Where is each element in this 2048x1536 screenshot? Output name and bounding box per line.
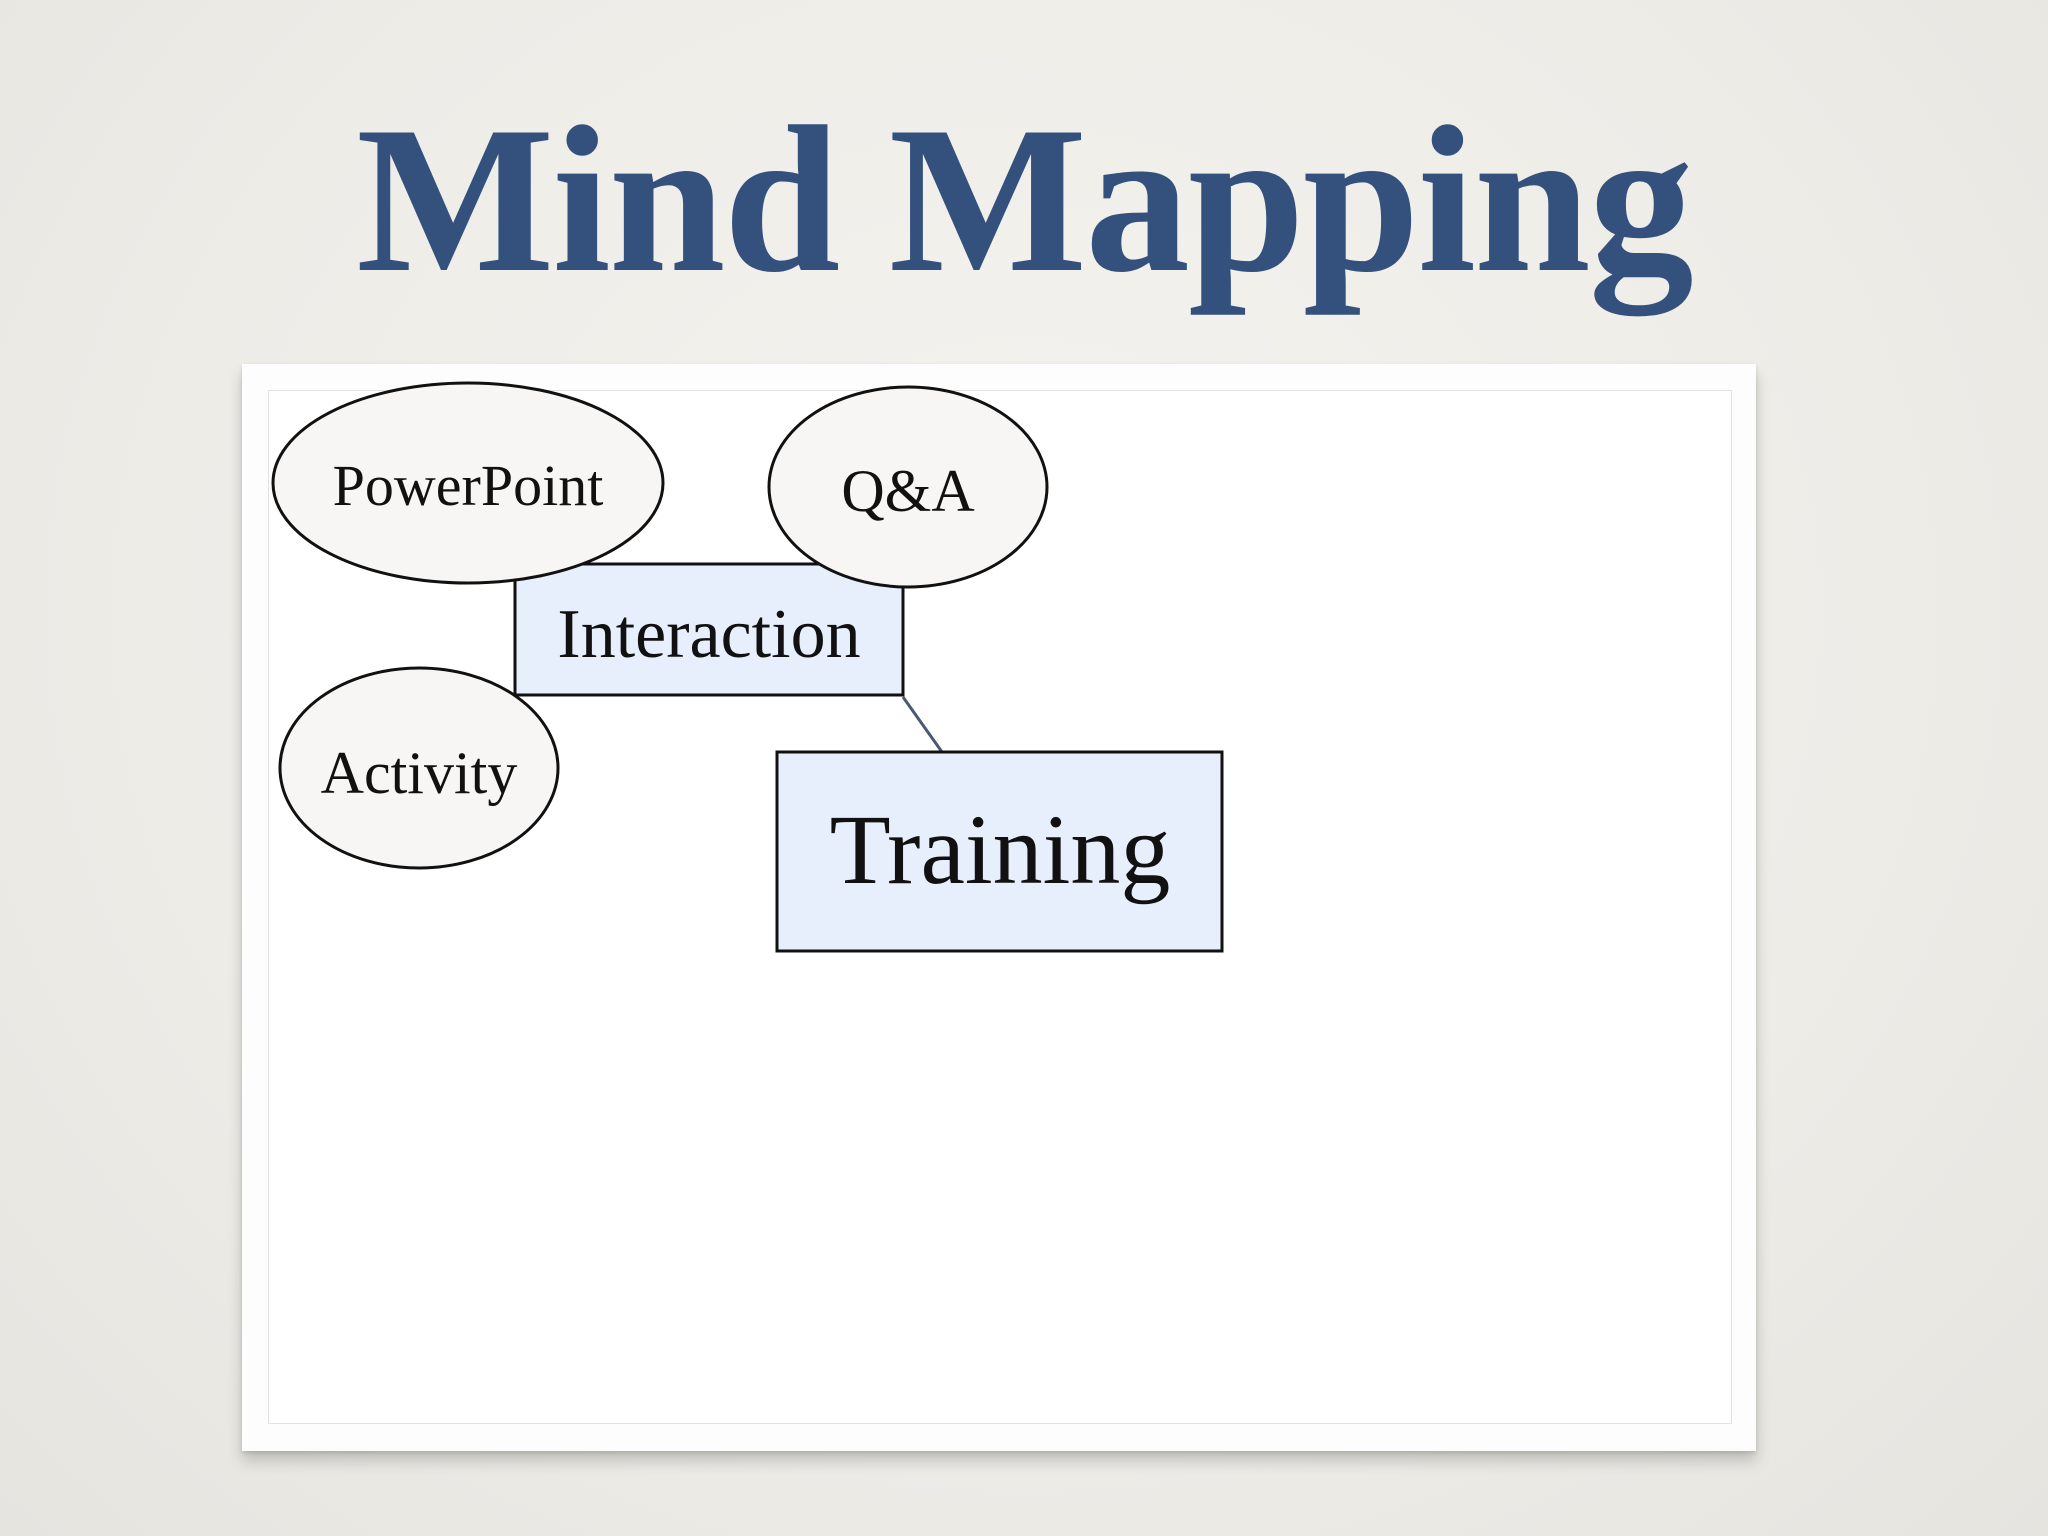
- node-qa-label: Q&A: [841, 458, 974, 524]
- node-powerpoint-ellipse: [271, 381, 665, 585]
- node-training[interactable]: Training: [775, 750, 1224, 953]
- node-interaction-box: [513, 562, 905, 697]
- node-interaction-label: Interaction: [557, 596, 860, 673]
- node-activity-label: Activity: [321, 740, 518, 806]
- node-interaction[interactable]: Interaction: [513, 562, 905, 697]
- node-activity-ellipse: [278, 666, 560, 870]
- node-qa[interactable]: Q&A: [767, 385, 1049, 589]
- slide-title: Mind Mapping: [356, 84, 1694, 316]
- node-powerpoint[interactable]: PowerPoint: [271, 381, 665, 585]
- node-powerpoint-label: PowerPoint: [333, 453, 604, 518]
- node-training-label: Training: [830, 794, 1171, 905]
- connector-interaction-training: [901, 696, 944, 753]
- node-activity[interactable]: Activity: [278, 666, 560, 870]
- node-training-box: [775, 750, 1224, 953]
- node-qa-ellipse: [767, 385, 1049, 589]
